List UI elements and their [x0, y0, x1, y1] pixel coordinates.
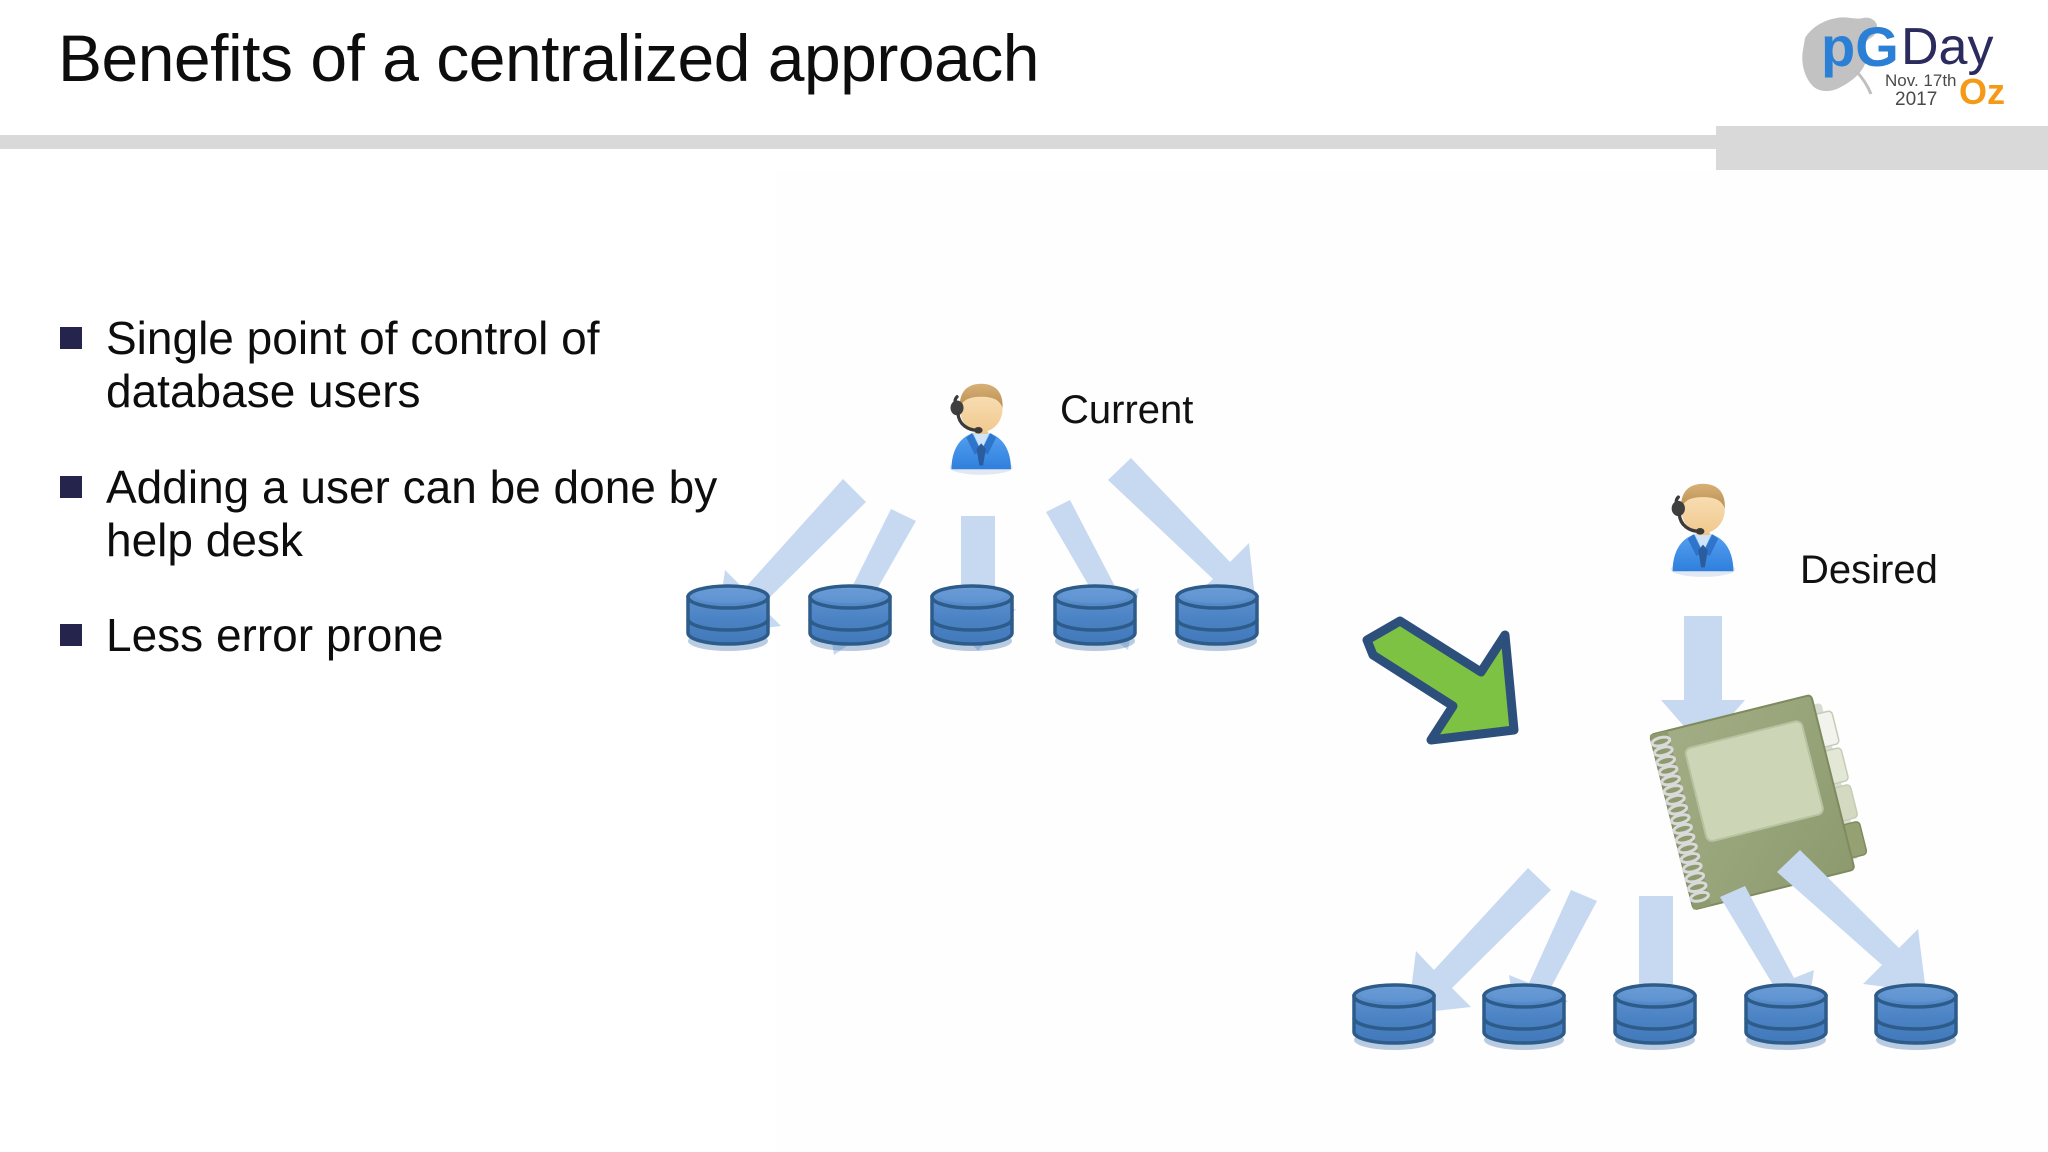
pgday-oz-logo: pG Day Nov. 17th 2017 Oz: [1802, 15, 2005, 110]
logo-oz-text: Oz: [1959, 71, 2005, 110]
logo-date-line2: 2017: [1895, 89, 1937, 110]
database-icon: [1874, 983, 1958, 1052]
database-icon: [1175, 584, 1259, 653]
arrow-icon: [1408, 868, 1551, 1014]
desired-group: [1352, 482, 1958, 1052]
current-group: [686, 382, 1259, 655]
logo-pg-text: pG: [1821, 15, 1899, 78]
arrow-icon: [1661, 616, 1745, 748]
bullet-square-icon: [60, 475, 82, 498]
bullet-text: Adding a user can be done by help desk: [106, 460, 718, 567]
database-icon: [1613, 983, 1697, 1052]
arrow-icon: [1108, 458, 1256, 607]
arrow-icon: [1777, 850, 1926, 992]
list-item: Single point of control of database user…: [60, 312, 720, 419]
bullet-square-icon: [60, 624, 82, 647]
database-icon: [1053, 584, 1137, 653]
header-divider-rule: [0, 135, 2048, 149]
spiral-rings: [1650, 735, 1710, 903]
header-right-block: [1716, 126, 2048, 170]
database-icon: [930, 584, 1014, 653]
logo-day-text: Day: [1901, 18, 1993, 76]
database-icon: [808, 584, 892, 653]
database-icon: [1352, 983, 1436, 1052]
australia-map-tail: [1853, 68, 1873, 95]
bullet-list: Single point of control of database user…: [60, 312, 720, 705]
page-title: Benefits of a centralized approach: [58, 21, 1039, 95]
database-icon: [1482, 983, 1566, 1052]
bullet-square-icon: [60, 327, 82, 349]
database-icon: [1744, 983, 1828, 1052]
desired-label: Desired: [1800, 548, 1938, 592]
desired-down-arrow: [1661, 616, 1745, 748]
list-item: Less error prone: [60, 609, 720, 662]
bullet-text: Single point of control of database user…: [106, 312, 600, 418]
current-actor-icon: [947, 382, 1015, 477]
bullet-text: Less error prone: [106, 609, 444, 662]
list-item: Adding a user can be done by help desk: [60, 461, 720, 568]
current-label: Current: [1060, 388, 1194, 432]
desired-actor-icon: [1669, 482, 1737, 579]
green-bent-arrow-icon: [1362, 616, 1519, 745]
logo-date-line1: Nov. 17th: [1885, 71, 1957, 90]
database-icon: [686, 584, 770, 653]
